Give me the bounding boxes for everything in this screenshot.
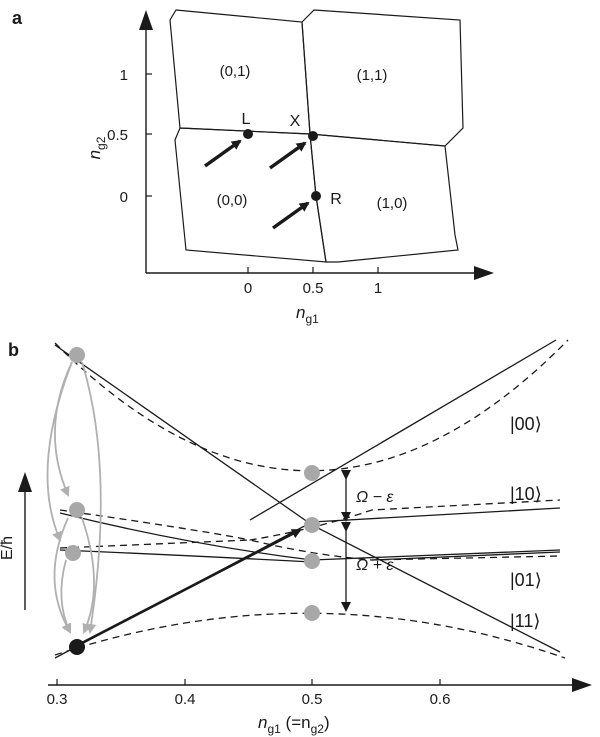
- panel-a-x-tick-1: 1: [374, 280, 382, 297]
- panel-b-x-label: ng1 (=ng2): [258, 713, 330, 736]
- state-10-label: |10⟩: [510, 484, 542, 504]
- grey-level-markers: [65, 347, 320, 621]
- relaxation-arrows: [46, 361, 102, 634]
- panel-a-x-tick-05: 0.5: [303, 280, 324, 297]
- svg-text:X: X: [290, 113, 301, 130]
- panel-a-y-tick-05: 0.5: [107, 127, 128, 144]
- point-R: R: [271, 191, 342, 230]
- cell-00-label: (0,0): [217, 192, 248, 209]
- cell-01-label: (0,1): [220, 63, 251, 80]
- state-00-label: |00⟩: [510, 414, 542, 434]
- panel-b-x-tick-05: 0.5: [302, 691, 323, 708]
- panel-a-x-arrowhead: [474, 266, 494, 280]
- panel-a-x-label: ng1: [296, 303, 319, 326]
- svg-text:R: R: [330, 191, 342, 208]
- panel-a-label: a: [12, 8, 23, 28]
- svg-text:E/ħ: E/ħ: [0, 536, 16, 560]
- svg-text:L: L: [242, 111, 251, 128]
- panel-b-label: b: [8, 340, 19, 360]
- panel-a-axes: [145, 22, 480, 274]
- point-X: X: [268, 113, 318, 170]
- state-01-label: |01⟩: [510, 570, 542, 590]
- energy-axis-arrowhead: [18, 472, 32, 492]
- panel-a-y-tick-1: 1: [120, 67, 128, 84]
- excitation-arrow: [79, 528, 302, 646]
- cell-10-label: (1,0): [377, 195, 408, 212]
- gap-lower-label: Ω + ε: [356, 557, 394, 574]
- panel-b-x-tick-03: 0.3: [47, 691, 68, 708]
- panel-a-y-label: ng2: [85, 136, 108, 159]
- panel-a-y-tick-0: 0: [120, 189, 128, 206]
- cell-11-label: (1,1): [357, 67, 388, 84]
- panel-a-y-arrowhead: [139, 10, 153, 30]
- panel-a-x-tick-0: 0: [244, 280, 252, 297]
- energy-axis-label: E/ħ: [0, 536, 16, 560]
- gap-upper-label: Ω − ε: [356, 489, 394, 506]
- point-L: L: [203, 111, 253, 168]
- state-11-label: |11⟩: [510, 611, 540, 631]
- panel-b-x-arrowhead: [572, 678, 592, 692]
- panel-b-x-tick-06: 0.6: [430, 691, 451, 708]
- svg-text:ng2: ng2: [85, 136, 108, 159]
- panel-b-x-tick-04: 0.4: [175, 691, 196, 708]
